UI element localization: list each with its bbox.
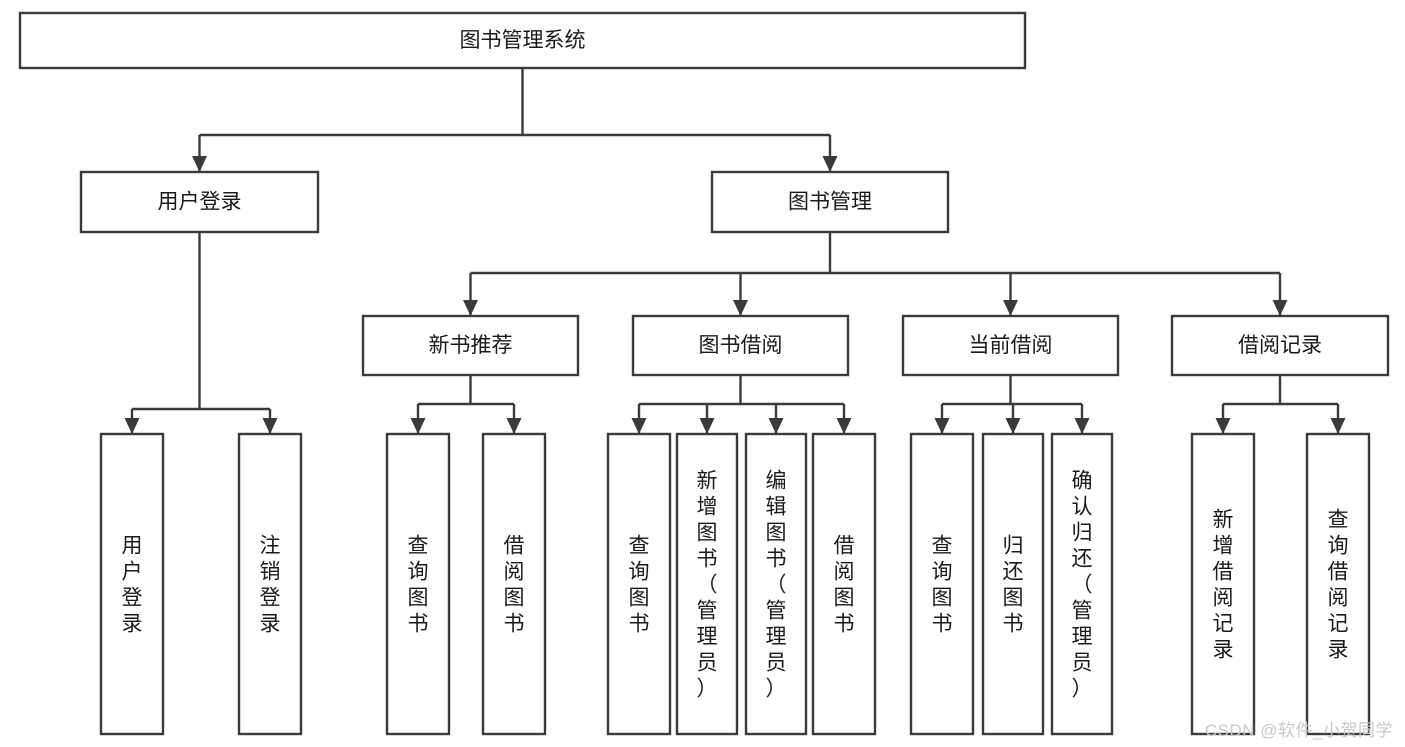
node-leaf-借阅图书[interactable]: 借阅图书	[481, 432, 547, 736]
node-leaf-借阅图书[interactable]: 借阅图书	[811, 432, 877, 736]
arrow-head-icon	[836, 418, 852, 434]
arrow-head-icon	[822, 156, 838, 172]
node-box[interactable]	[79, 170, 320, 234]
arrow-head-icon	[733, 300, 748, 316]
node-label: 编辑图书（管理员）	[766, 469, 787, 700]
connector-layer	[124, 68, 1346, 434]
node-leaf-新增借阅记录[interactable]: 新增借阅记录	[1190, 432, 1256, 736]
arrow-head-icon	[410, 418, 426, 434]
node-level3-图书借阅[interactable]: 图书借阅	[631, 314, 850, 377]
arrow-head-icon	[1005, 418, 1021, 434]
node-label: 新增图书（管理员）	[697, 469, 718, 700]
node-level3-当前借阅[interactable]: 当前借阅	[901, 314, 1120, 377]
arrow-head-icon	[262, 418, 278, 434]
node-level2-图书管理[interactable]: 图书管理	[710, 170, 950, 234]
node-box[interactable]	[901, 314, 1120, 377]
arrow-head-icon	[463, 300, 478, 316]
node-leaf-用户登录[interactable]: 用户登录	[99, 432, 165, 736]
node-box[interactable]	[606, 432, 672, 736]
arrow-head-icon	[934, 418, 950, 434]
node-label: 注销登录	[260, 534, 281, 635]
arrow-head-icon	[699, 418, 715, 434]
node-box[interactable]	[1190, 432, 1256, 736]
node-leaf-查询图书[interactable]: 查询图书	[385, 432, 451, 736]
node-label: 用户登录	[158, 191, 242, 214]
node-label: 图书管理	[788, 191, 872, 214]
arrow-head-icon	[1074, 418, 1090, 434]
node-box[interactable]	[675, 432, 739, 736]
node-label: 图书借阅	[699, 334, 783, 357]
node-box[interactable]	[361, 314, 580, 377]
node-leaf-新增图书管理员[interactable]: 新增图书（管理员）	[675, 432, 739, 736]
node-level3-新书推荐[interactable]: 新书推荐	[361, 314, 580, 377]
node-level3-借阅记录[interactable]: 借阅记录	[1170, 314, 1390, 377]
node-leaf-注销登录[interactable]: 注销登录	[237, 432, 303, 736]
node-label: 查询图书	[932, 534, 953, 635]
node-leaf-查询图书[interactable]: 查询图书	[909, 432, 975, 736]
node-label: 查询图书	[408, 534, 429, 635]
node-label: 借阅图书	[834, 534, 855, 635]
node-box[interactable]	[237, 432, 303, 736]
node-box[interactable]	[631, 314, 850, 377]
node-label: 用户登录	[122, 534, 143, 635]
node-box[interactable]	[18, 11, 1027, 70]
node-label: 归还图书	[1003, 534, 1024, 635]
node-label: 图书管理系统	[460, 29, 586, 52]
arrow-head-icon	[1330, 418, 1346, 434]
node-box[interactable]	[981, 432, 1045, 736]
arrow-head-icon	[124, 418, 140, 434]
node-label: 查询图书	[629, 534, 650, 635]
node-label: 新书推荐	[429, 334, 513, 357]
watermark-label: CSDN @软件_小贺同学	[1204, 721, 1393, 740]
node-leaf-查询借阅记录[interactable]: 查询借阅记录	[1305, 432, 1371, 736]
node-box[interactable]	[710, 170, 950, 234]
node-label: 借阅记录	[1238, 334, 1322, 357]
node-box[interactable]	[99, 432, 165, 736]
arrow-head-icon	[768, 418, 784, 434]
node-box[interactable]	[811, 432, 877, 736]
node-layer: 图书管理系统用户登录图书管理新书推荐图书借阅当前借阅借阅记录用户登录注销登录查询…	[18, 11, 1390, 736]
node-leaf-确认归还管理员[interactable]: 确认归还（管理员）	[1050, 432, 1114, 736]
arrow-head-icon	[1272, 300, 1288, 316]
node-leaf-归还图书[interactable]: 归还图书	[981, 432, 1045, 736]
node-box[interactable]	[744, 432, 808, 736]
node-label: 当前借阅	[969, 334, 1053, 357]
node-label: 确认归还（管理员）	[1072, 469, 1093, 700]
node-label: 查询借阅记录	[1328, 508, 1349, 661]
node-box[interactable]	[1050, 432, 1114, 736]
node-box[interactable]	[481, 432, 547, 736]
arrow-head-icon	[1215, 418, 1231, 434]
node-box[interactable]	[1305, 432, 1371, 736]
arrow-head-icon	[506, 418, 522, 434]
node-box[interactable]	[909, 432, 975, 736]
node-leaf-编辑图书管理员[interactable]: 编辑图书（管理员）	[744, 432, 808, 736]
arrow-head-icon	[192, 156, 207, 172]
arrow-head-icon	[631, 418, 647, 434]
node-leaf-查询图书[interactable]: 查询图书	[606, 432, 672, 736]
node-label: 借阅图书	[504, 534, 525, 635]
node-level2-用户登录[interactable]: 用户登录	[79, 170, 320, 234]
arrow-head-icon	[1003, 300, 1018, 316]
node-box[interactable]	[1170, 314, 1390, 377]
node-label: 新增借阅记录	[1213, 508, 1234, 661]
node-root-图书管理系统[interactable]: 图书管理系统	[18, 11, 1027, 70]
node-box[interactable]	[385, 432, 451, 736]
